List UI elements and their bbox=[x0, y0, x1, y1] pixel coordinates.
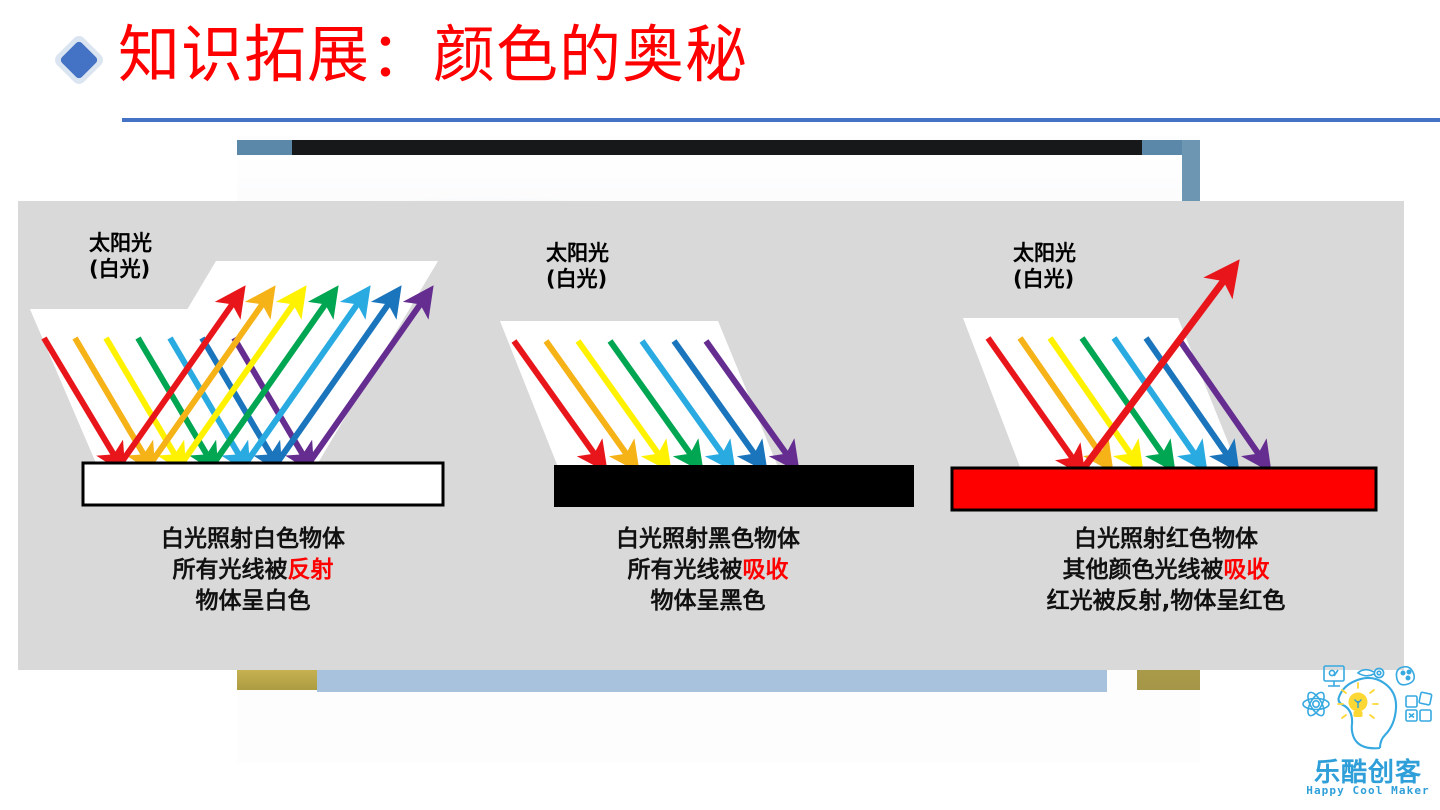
caption-line: 白光照射白色物体 bbox=[161, 526, 345, 552]
beam-band-incoming bbox=[500, 321, 778, 467]
title-row: 知识拓展：颜色的奥秘 bbox=[0, 8, 1440, 104]
caption-line: 物体呈白色 bbox=[195, 588, 311, 614]
diagram-panel: 太阳光 (白光) bbox=[18, 201, 1404, 670]
source-label-red: 太阳光 (白光) bbox=[1013, 241, 1076, 291]
caption-line: 物体呈黑色 bbox=[650, 588, 766, 614]
gear-icon bbox=[1356, 667, 1385, 679]
calculator-icon bbox=[1405, 691, 1433, 722]
caption-line: 白光照射红色物体 bbox=[1074, 526, 1258, 552]
head-profile-icon bbox=[1337, 676, 1398, 750]
photo-top-dark-bar bbox=[262, 140, 1142, 155]
ray-diagram-red bbox=[950, 259, 1378, 512]
caption-black-object: 白光照射黑色物体 所有光线被吸收 物体呈黑色 bbox=[488, 524, 928, 617]
caption-line: 白光照射黑色物体 bbox=[616, 526, 800, 552]
caption-line: 红光被反射,物体呈红色 bbox=[1046, 588, 1286, 614]
diagram-black-object: 太阳光 (白光) bbox=[488, 201, 928, 670]
logo-mark bbox=[1302, 665, 1433, 750]
logo-name-cn: 乐酷创客 bbox=[1313, 758, 1422, 788]
title-underline bbox=[122, 118, 1440, 122]
caption-line: 所有光线被反射 bbox=[172, 557, 334, 583]
atom-icon bbox=[1302, 691, 1330, 717]
caption-line: 其他颜色光线被吸收 bbox=[1062, 557, 1270, 583]
incoming-rays-black bbox=[511, 339, 800, 473]
reflected-ray-red bbox=[1080, 259, 1240, 472]
monitor-icon bbox=[1323, 665, 1345, 687]
photo-top-left-accent bbox=[237, 140, 292, 155]
source-label-black: 太阳光 (白光) bbox=[546, 241, 609, 291]
brand-logo: 乐酷创客 Happy Cool Maker bbox=[1296, 660, 1440, 810]
diagram-red-object: 太阳光 (白光) bbox=[928, 201, 1404, 670]
caption-red-object: 白光照射红色物体 其他颜色光线被吸收 红光被反射,物体呈红色 bbox=[928, 524, 1404, 617]
page-title: 知识拓展：颜色的奥秘 bbox=[118, 22, 749, 90]
caption-white-object: 白光照射白色物体 所有光线被反射 物体呈白色 bbox=[18, 524, 488, 617]
incoming-rays-red bbox=[985, 336, 1272, 477]
source-label-white: 太阳光 (白光) bbox=[89, 231, 152, 281]
object-bar-white bbox=[81, 461, 445, 507]
diagram-white-object: 太阳光 (白光) bbox=[18, 201, 488, 670]
reflected-rays-white bbox=[118, 285, 434, 465]
lightbulb-icon bbox=[1337, 682, 1379, 719]
palette-icon bbox=[1395, 665, 1415, 686]
ray-diagram-black bbox=[500, 321, 914, 507]
logo-name-en: Happy Cool Maker bbox=[1306, 784, 1430, 797]
object-bar-red bbox=[950, 466, 1378, 512]
caption-line: 所有光线被吸收 bbox=[627, 557, 789, 583]
diamond-bullet-icon bbox=[52, 33, 106, 87]
ray-diagram-white bbox=[30, 261, 445, 507]
object-bar-black bbox=[554, 465, 914, 507]
